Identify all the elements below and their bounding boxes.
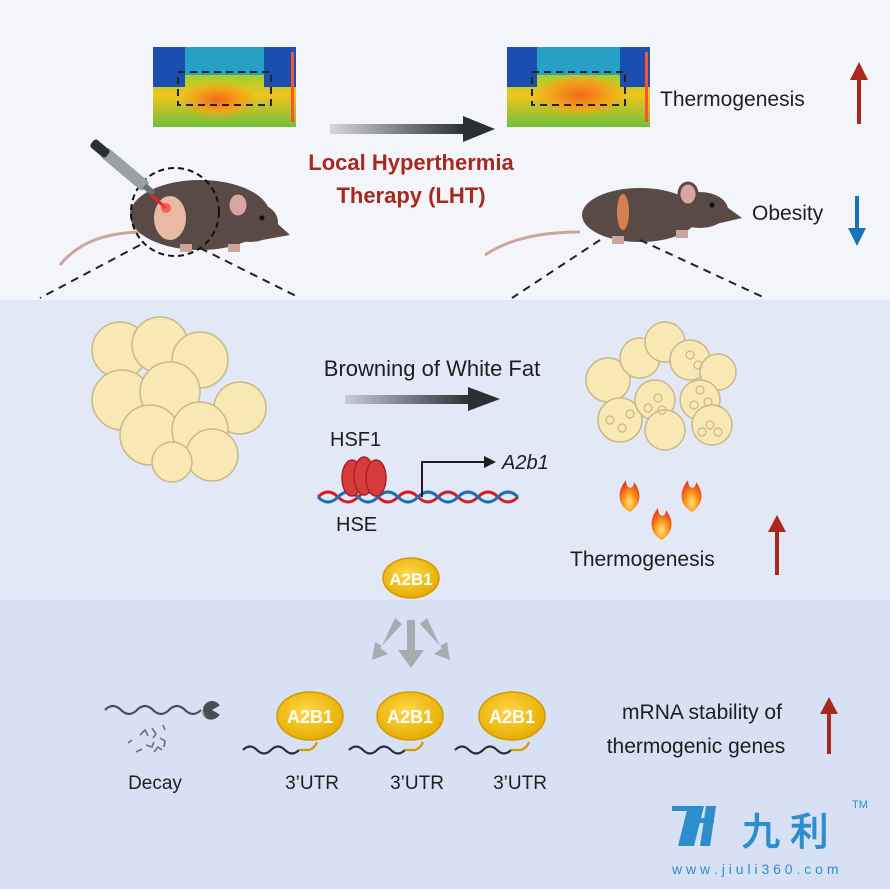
zoom-line-left-1 [39, 244, 141, 299]
top-panel [0, 0, 890, 300]
hsf1-protein [341, 456, 387, 497]
watermark-url: w w w . j i u l i 3 6 0 . c o m [671, 861, 839, 877]
a2b1-mrna-2: A2B1 [348, 691, 444, 755]
thermal-image-before [153, 47, 296, 127]
up-arrow-stability [820, 697, 838, 754]
a2b1-mrna-1: A2B1 [242, 691, 344, 755]
therapy-label-line2: Therapy (LHT) [336, 183, 485, 208]
flame-icon [651, 508, 672, 540]
grey-arrows [372, 618, 450, 668]
flame-icons [619, 480, 702, 540]
a2b1-gene-label: A2b1 [501, 452, 549, 474]
browning-label: Browning of White Fat [324, 356, 540, 381]
jiuli-logo-icon [672, 806, 716, 846]
a2b1-label-2: A2B1 [387, 707, 433, 727]
utr-label-1: 3’UTR [285, 773, 339, 794]
therapy-arrow [330, 116, 495, 142]
beige-fat-droplets [605, 350, 723, 437]
hse-label: HSE [336, 514, 377, 536]
a2b1-protein-label: A2B1 [389, 570, 432, 589]
thermogenesis-mid-label: Thermogenesis [570, 548, 715, 571]
watermark-tm: TM [852, 799, 868, 811]
hsf1-label: HSF1 [330, 429, 381, 451]
stability-label-line1: mRNA stability of [622, 701, 782, 724]
flame-icon [619, 480, 640, 512]
browning-arrow [345, 387, 500, 411]
up-arrow-thermogenesis-mid [768, 515, 786, 575]
white-fat-cluster [91, 316, 267, 483]
a2b1-label-3: A2B1 [489, 707, 535, 727]
watermark-logo: 九 利 TM w w w . j i u l i 3 6 0 . c o m [671, 799, 868, 877]
a2b1-protein-center: A2B1 [382, 557, 440, 599]
zoom-line-left-2 [199, 247, 301, 299]
mouse-after-treatment [484, 181, 742, 257]
thermogenesis-top-label: Thermogenesis [660, 88, 805, 111]
watermark-brand: 九 利 [742, 812, 829, 854]
mouse-before-treatment [58, 139, 290, 266]
a2b1-label-1: A2B1 [287, 707, 333, 727]
a2b1-mrna-3: A2B1 [454, 691, 546, 755]
down-arrow-obesity [848, 196, 866, 246]
flame-icon [681, 480, 702, 512]
thermal-image-after [507, 47, 650, 127]
beige-fat-cluster [585, 321, 737, 451]
up-arrow-thermogenesis [850, 62, 868, 124]
transcription-arrow [421, 456, 496, 497]
obesity-label: Obesity [752, 202, 824, 225]
stability-label-line2: thermogenic genes [607, 735, 786, 758]
decay-fragments [127, 724, 166, 753]
zoom-line-right-1 [511, 239, 601, 299]
zoom-line-right-2 [639, 239, 766, 299]
laser-probe [90, 139, 156, 196]
therapy-label-line1: Local Hyperthermia [308, 150, 514, 175]
treatment-area-circle [130, 167, 220, 257]
utr-label-2: 3’UTR [390, 773, 444, 794]
decay-label: Decay [128, 773, 182, 794]
utr-label-3: 3’UTR [493, 773, 547, 794]
decay-mrna [104, 701, 224, 753]
